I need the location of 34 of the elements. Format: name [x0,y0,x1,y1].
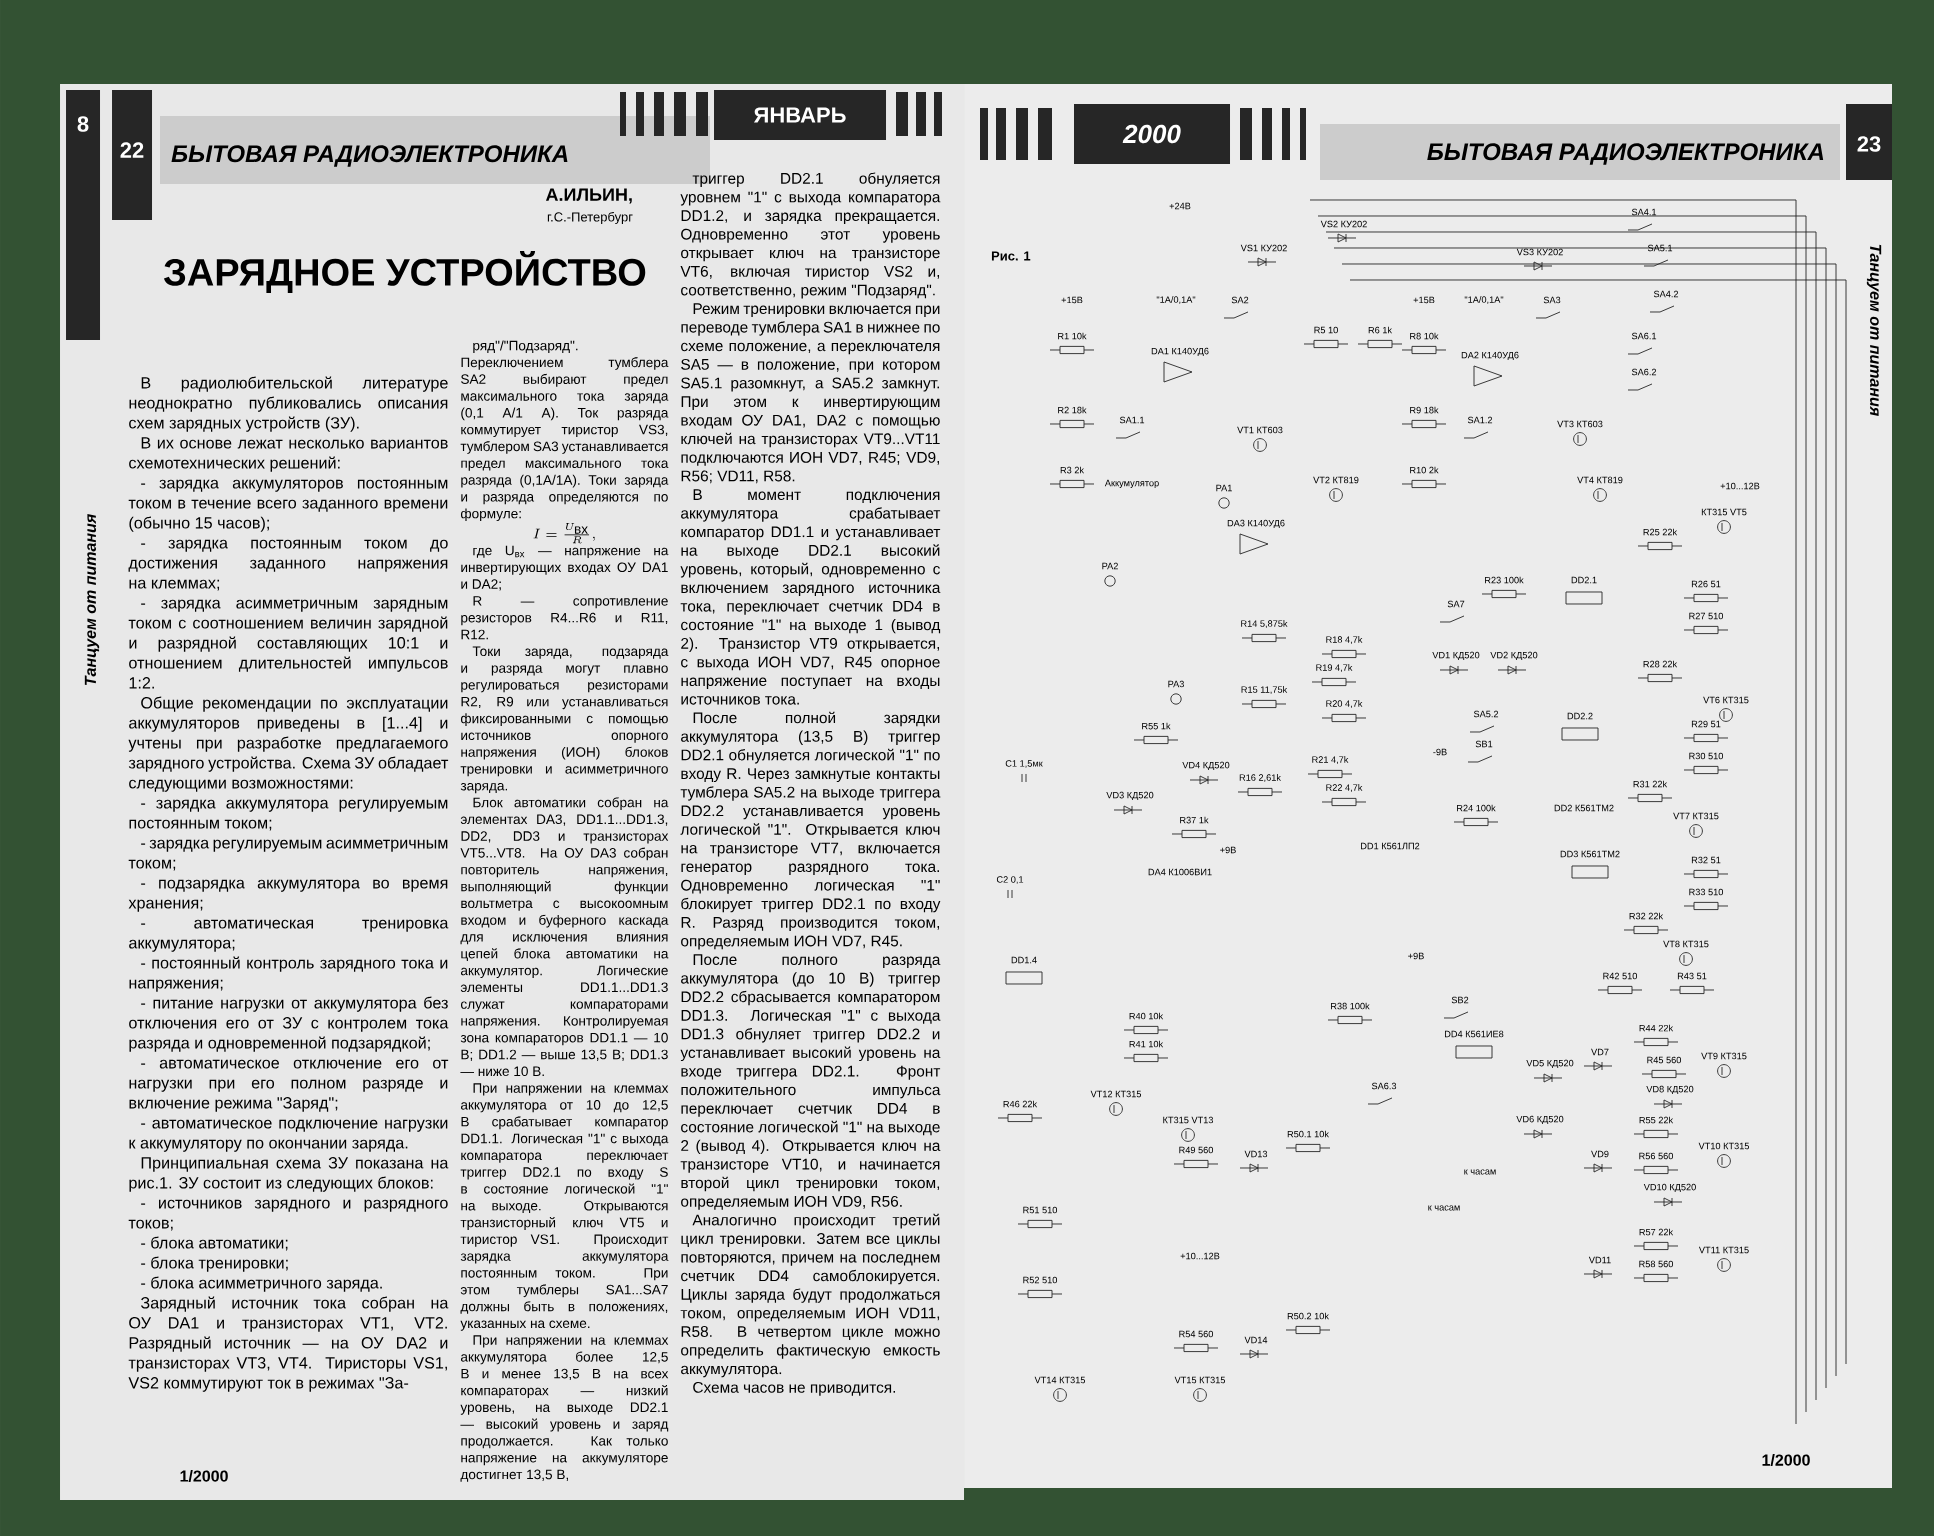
section-title: БЫТОВАЯ РАДИОЭЛЕКТРОНИКА [1427,143,1824,165]
paragraph: - блока асимметричного заряда. [141,1276,382,1292]
paragraph: - блока тренировки; [141,1256,288,1272]
author-name: А.ИЛЬИН, [545,188,632,204]
page-number: 22 [112,90,152,220]
year-banner: 2000 [1074,104,1230,164]
page-number: 23 [1846,104,1892,180]
issue-number: 1/2000 [1762,1454,1810,1466]
paragraph: - зарядка аккумулятора регулируемым постоянным током; [129,799,448,831]
paragraph: - автоматическое отключение его от нагрузки при его полном разряде и включение режима "Заряд"; [129,1059,449,1112]
paragraph: - подзарядка аккумулятора во время хранения; [128,879,448,912]
paragraph: - зарядка регулируемым асимметричным током; [128,839,448,871]
page-number: 8 [66,90,100,340]
paragraph: - зарядка асимметричным зарядным током с соотношением величин зарядной и разрядной составляющих 10:1 и отношением длительностей импульсов 1:2. [128,599,448,689]
paragraph: - источников зарядного и разрядного токов; [128,1199,448,1231]
paragraph: Общие рекомендации по эксплуатации аккумуляторов приведены в [1...4] и учтены при разработке предлагаемого зарядного устройства. Схема ЗУ обладает следующими возможностями: [128,696,449,792]
issue-number: 1/2000 [180,1470,228,1482]
paragraph: В их основе лежат несколько вариантов схемотехнических решений: [129,437,448,472]
paragraph: - автоматическая тренировка аккумулятора; [129,919,449,952]
paragraph: Принципиальная схема ЗУ показана на рис.1. ЗУ состоит из следующих блоков: [129,1157,449,1192]
paragraph: - автоматическое подключение нагрузки к аккумулятору по окончании заряда. [129,1119,448,1152]
formula: $I=\frac{U_{\hbox{вх}}}{R},$ [533,523,595,544]
paragraph: - питание нагрузки от аккумулятора без отключения его от ЗУ с контролем тока разряда и одновременной подзарядкой; [129,996,449,1052]
side-caption: Танцуем от питания [1866,244,1882,416]
paragraph: В радиолюбительской литературе неоднократно публиковались описания схем зарядных устройств (ЗУ). [129,376,448,432]
paragraph: - блока автоматики; [141,1236,288,1251]
side-caption: Танцуем от питания [84,514,100,686]
article-title: ЗАРЯДНОЕ УСТРОЙСТВО [163,251,646,293]
paragraph: Зарядный источник тока собран на ОУ DA1 и транзисторах VT1, VT2. Разрядный источник — на ОУ DA2 и транзисторах VT3, VT4. Тиристоры VS1, VS2 коммутируют ток в режимах "За- [128,1296,449,1392]
paragraph: - постоянный контроль зарядного тока и напряжения; [129,956,448,992]
section-title: БЫТОВАЯ РАДИОЭЛЕКТРОНИКА [171,145,568,167]
paragraph: - зарядка постоянным током до достижения заданного напряжения на клеммах; [128,539,448,591]
paragraph: - зарядка аккумуляторов постоянным током в течение всего заданного времени (обычно 15 часов); [128,479,448,532]
month-banner: ЯНВАРЬ [714,90,886,140]
